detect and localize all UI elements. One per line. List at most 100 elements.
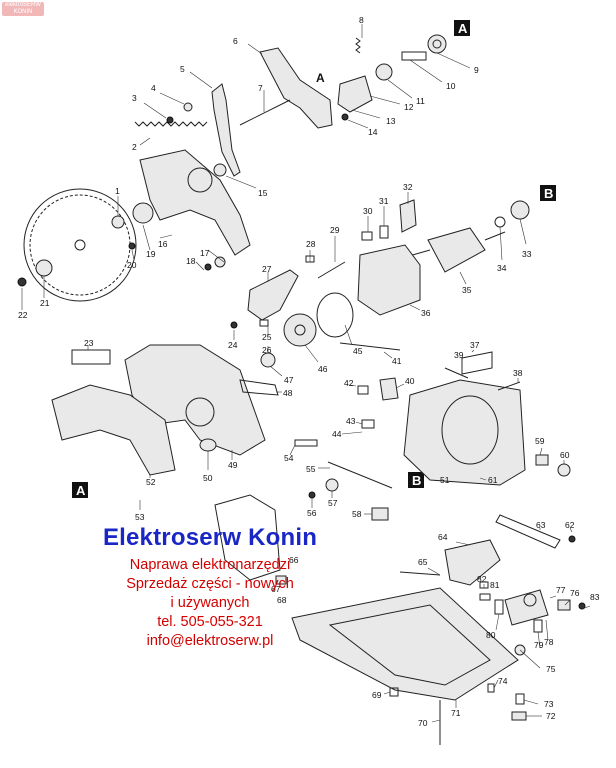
washer-34 [494,216,506,228]
label-23 [71,349,111,365]
washer-17 [214,256,226,268]
part-number: 65 [418,557,428,567]
pin-42 [357,385,369,395]
clip-72 [511,711,527,721]
screw-62 [568,535,576,543]
watermark-line2: KONIN [13,9,33,15]
section-letter-a-left: A [76,483,86,498]
part-number: 63 [536,520,546,530]
part-number: 46 [318,364,328,374]
saw-blade [23,188,137,302]
part-number: 69 [372,690,382,700]
watermark-line1: elektroSERW [5,2,41,8]
section-letter-b-top: B [544,186,553,201]
part-number: 68 [277,595,287,605]
part-number: 57 [328,498,338,508]
pin-81 [479,593,491,601]
inner-flange-1 [111,215,125,229]
bearing-33 [510,200,530,220]
part-number: 30 [363,206,373,216]
part-number: 22 [18,310,28,320]
part-number: 26 [262,345,272,355]
part-number: 44 [332,429,342,439]
part-number: 23 [84,338,94,348]
depth-bracket [259,47,333,129]
part-number: 41 [392,356,402,366]
advert-line-parts: Sprzedaż części - nowych [126,576,294,592]
leader-lines [21,24,591,723]
gear-46 [283,313,317,347]
advert-line-used: i używanych [170,595,250,611]
part-number: 27 [262,264,272,274]
part-number: 33 [522,249,532,259]
part-number: 16 [158,239,168,249]
section-box-a-left: A [72,482,88,498]
cap-58 [371,507,389,521]
advert-line-email[interactable]: info@elektroserw.pl [146,633,274,649]
bolt-65 [399,571,441,576]
part-number: 29 [330,225,340,235]
part-number: 61 [488,475,498,485]
part-number: 36 [421,308,431,318]
part-number: 20 [127,260,137,270]
bushing-50 [199,438,217,452]
guard-spindle-hole [187,167,213,193]
part-number: 81 [490,580,500,590]
brush-30 [361,231,373,241]
part-number: 17 [200,248,210,258]
outer-flange-19 [132,202,154,224]
part-number: 5 [180,64,185,74]
part-number: 15 [258,188,268,198]
switch-40 [379,377,399,401]
section-box-b-top: B [540,185,556,201]
bracket-78 [504,589,549,626]
washer-21 [35,259,53,277]
part-number: 55 [306,464,316,474]
rod-41 [339,342,401,351]
screw-38 [497,381,521,391]
base-plate-71 [291,587,519,701]
part-number: 74 [498,676,508,686]
part-number: 72 [546,711,556,721]
small-spring-8 [355,37,361,54]
part-number: 42 [344,378,354,388]
spring [134,121,208,127]
part-number: 67 [271,584,281,594]
callout-letter-a-top: A [316,71,325,85]
knob-77 [523,593,537,607]
part-number: 2 [132,142,137,152]
shaft-55 [327,461,393,489]
part-number: 60 [560,450,570,460]
part-number: 76 [570,588,580,598]
part-number: 37 [470,340,480,350]
advert-line-repair: Naprawa elektronarzędzi [129,557,291,573]
part-number: 32 [403,182,413,192]
advert-line-phone[interactable]: tel. 505-055-321 [157,614,263,630]
part-number: 12 [404,102,414,112]
bolt-10 [401,51,427,61]
part-number: 77 [556,585,566,595]
screw-18 [204,263,212,271]
guard-bushing [185,397,215,427]
armature [394,227,506,273]
part-number: 56 [307,508,317,518]
screw-14 [341,113,349,121]
part-number: 48 [283,388,293,398]
front-handle-64 [444,539,501,586]
part-number: 31 [379,196,389,206]
part-number: 53 [135,512,145,522]
part-number: 59 [535,436,545,446]
part-number: 71 [451,708,461,718]
part-number: 34 [497,263,507,273]
bolt-7 [239,99,291,126]
part-number: 45 [353,346,363,356]
screw-20 [128,242,136,250]
saw-cover-52 [51,384,176,476]
part-number: 1 [115,186,120,196]
part-number: 40 [405,376,415,386]
screw-3 [166,116,174,124]
part-number: 18 [186,256,196,266]
bearing-26 [260,352,276,368]
washer-57 [325,478,339,492]
